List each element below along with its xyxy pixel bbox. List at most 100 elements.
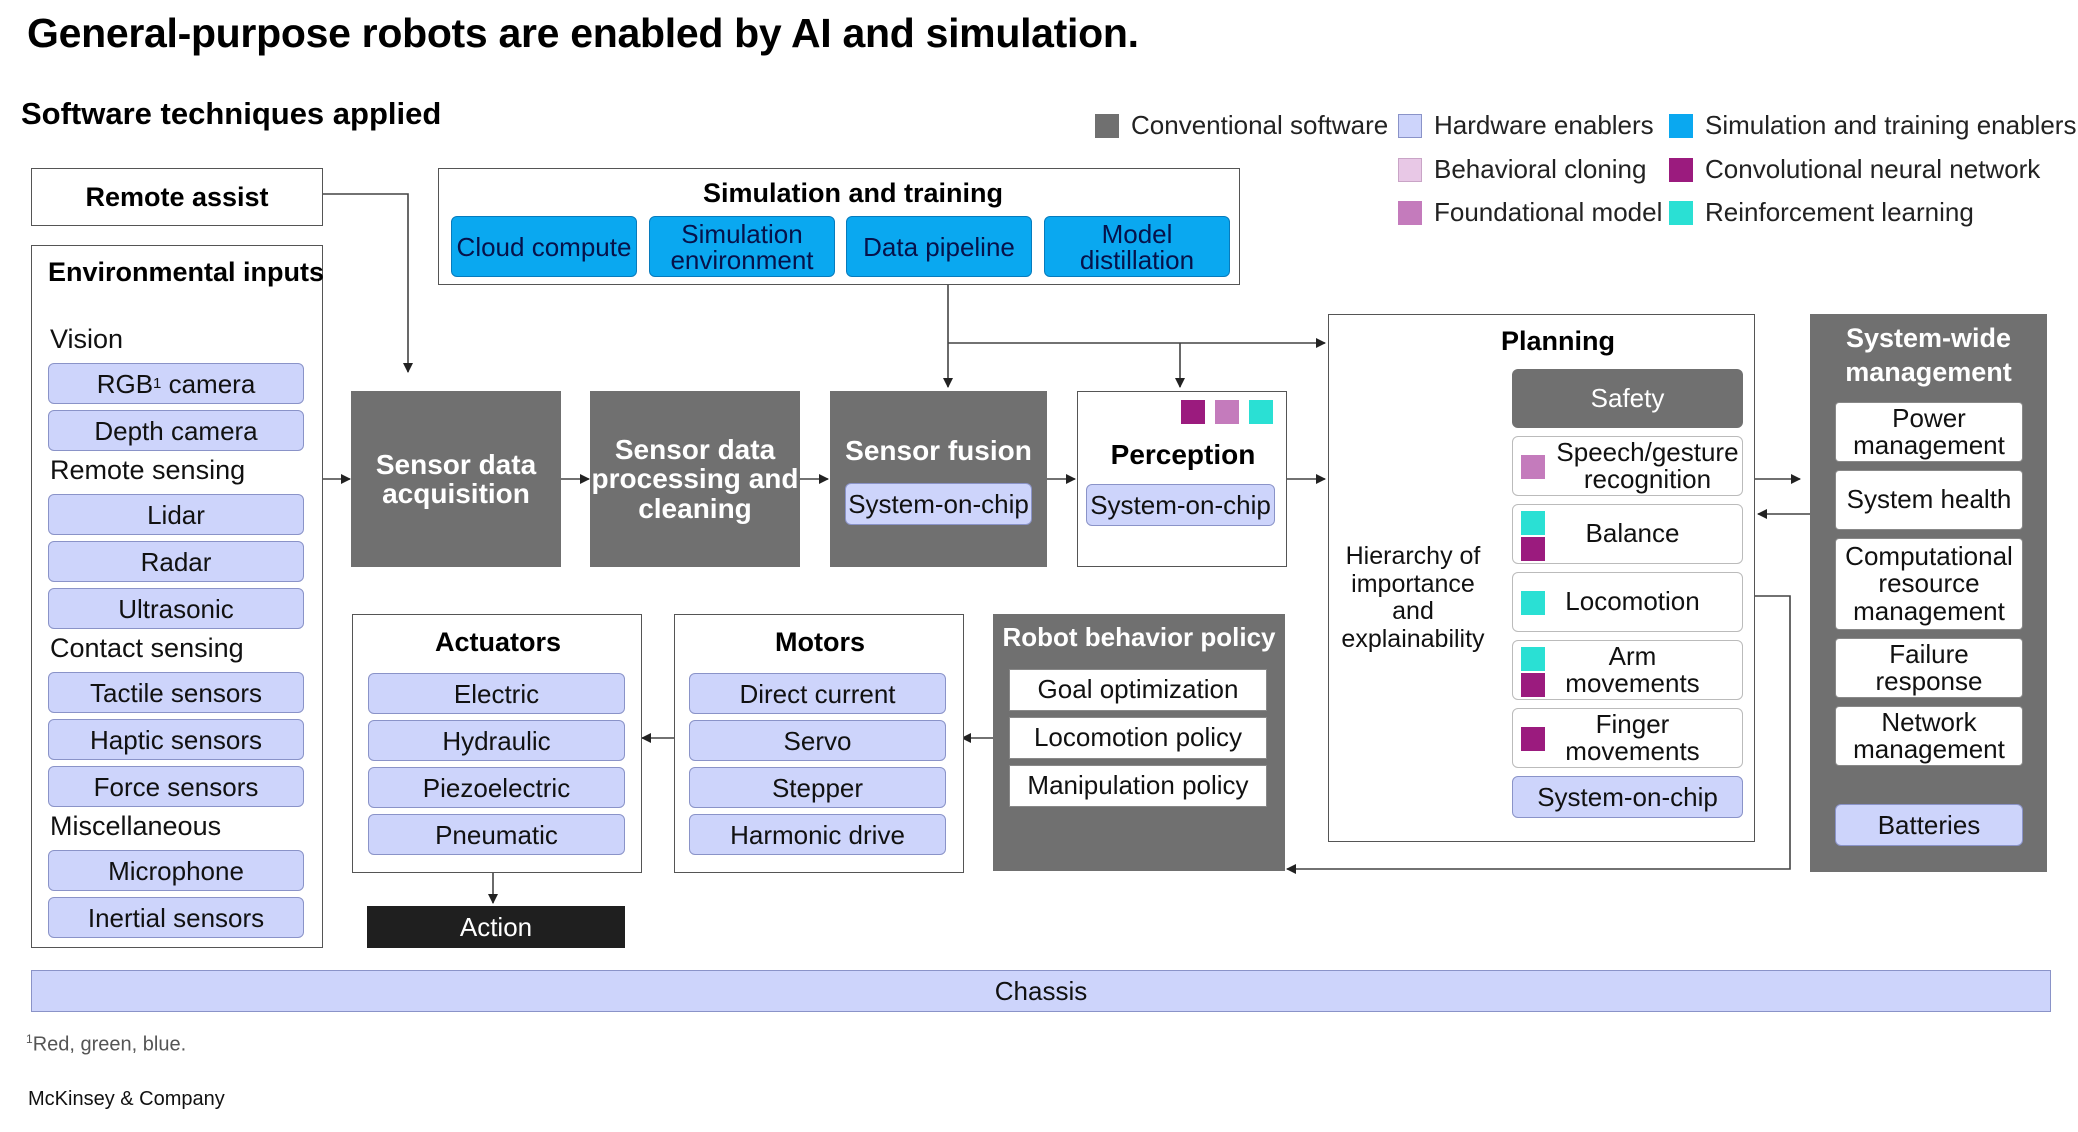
safety-label: Safety: [1590, 383, 1665, 413]
sensor-data-processing-box: Sensor data processing and cleaning: [590, 391, 800, 567]
sys-item-health: System health: [1835, 470, 2023, 530]
actuator-item-label: Pneumatic: [435, 819, 558, 850]
sim-item-label: Data pipeline: [863, 231, 1015, 262]
motors-panel: Motors Direct current Servo Stepper Harm…: [674, 614, 964, 873]
sensor-data-acquisition-box: Sensor data acquisition: [351, 391, 561, 567]
rgb-superscript: 1: [153, 375, 162, 392]
sensor-item: Inertial sensors: [48, 897, 304, 938]
sys-item-label: Computational resource management: [1845, 541, 2013, 626]
planning-item-label: Balance: [1585, 518, 1680, 549]
motor-item: Servo: [689, 720, 946, 761]
legend-item-reinforcement: Reinforcement learning: [1669, 197, 1974, 228]
legend-swatch: [1669, 113, 1693, 138]
reinforcement-marker: [1521, 591, 1545, 615]
chip-label: System-on-chip: [1537, 782, 1718, 812]
perception-box: Perception System-on-chip: [1077, 391, 1287, 567]
sensor-item: Microphone: [48, 850, 304, 891]
motor-item: Direct current: [689, 673, 946, 714]
sensor-item-label: Force sensors: [93, 771, 259, 802]
robot-behavior-panel: Robot behavior policy Goal optimization …: [993, 614, 1285, 871]
chassis-label: Chassis: [994, 975, 1088, 1006]
sys-item-label: Power management: [1853, 402, 2005, 460]
legend-label: Convolutional neural network: [1705, 154, 2041, 184]
sensor-item-label: Ultrasonic: [118, 593, 234, 624]
legend-item-behavioral-cloning: Behavioral cloning: [1398, 154, 1646, 185]
batteries-label: Batteries: [1877, 810, 1981, 840]
policy-item-label: Goal optimization: [1037, 674, 1239, 705]
perception-chip: System-on-chip: [1086, 484, 1275, 526]
policy-item-label: Manipulation policy: [1027, 770, 1249, 801]
environmental-inputs-header: Environmental inputs: [48, 257, 325, 287]
actuator-item-label: Hydraulic: [442, 725, 551, 756]
actuator-item-label: Piezoelectric: [422, 772, 571, 803]
sys-item-failure: Failure response: [1835, 638, 2023, 698]
planning-chip: System-on-chip: [1512, 776, 1743, 818]
group-label-contact-sensing: Contact sensing: [50, 633, 244, 663]
legend-label: Foundational model: [1434, 197, 1663, 227]
sensor-item-label: Microphone: [108, 855, 244, 886]
foundational-marker: [1521, 455, 1545, 479]
chart-subtitle: Software techniques applied: [21, 96, 442, 131]
planning-item-speech: Speech/gesture recognition: [1512, 436, 1743, 496]
sensor-item-label: Haptic sensors: [90, 724, 262, 755]
legend-swatch: [1398, 157, 1422, 182]
sim-item-cloud-compute: Cloud compute: [451, 216, 637, 277]
motor-item: Harmonic drive: [689, 814, 946, 855]
sensor-item-label: Depth camera: [94, 415, 258, 446]
legend-swatch: [1095, 113, 1119, 138]
remote-assist-label: Remote assist: [85, 181, 269, 212]
legend-swatch: [1669, 157, 1693, 182]
chip-label: System-on-chip: [848, 489, 1029, 519]
footnote: 1Red, green, blue.: [26, 1032, 186, 1057]
cnn-marker: [1521, 727, 1545, 751]
action-label: Action: [459, 911, 533, 942]
perception-label: Perception: [1110, 439, 1256, 470]
system-wide-panel: System-wide management Power management …: [1810, 314, 2047, 872]
sensor-acq-label: Sensor data acquisition: [375, 448, 537, 509]
footnote-mark: 1: [26, 1032, 33, 1046]
sensor-fusion-box: Sensor fusion System-on-chip: [830, 391, 1047, 567]
sensor-item-label: Radar: [140, 546, 212, 577]
system-wide-header: System-wide management: [1845, 323, 2012, 387]
planning-item-arm: Arm movements: [1512, 640, 1743, 700]
actuator-item: Hydraulic: [368, 720, 625, 761]
planning-header: Planning: [1501, 326, 1615, 356]
legend-swatch: [1398, 113, 1422, 138]
legend-swatch: [1398, 200, 1422, 225]
safety-item: Safety: [1512, 369, 1743, 428]
sim-item-label: Cloud compute: [456, 231, 632, 262]
sensor-fusion-chip: System-on-chip: [845, 483, 1032, 525]
actuator-item: Piezoelectric: [368, 767, 625, 808]
rgb-suffix: camera: [161, 368, 256, 399]
planning-item-locomotion: Locomotion: [1512, 572, 1743, 632]
policy-item: Manipulation policy: [1009, 765, 1267, 807]
legend-item-foundational: Foundational model: [1398, 197, 1662, 228]
chassis-bar: Chassis: [31, 970, 2051, 1012]
action-box: Action: [367, 906, 625, 948]
legend-label: Conventional software: [1131, 110, 1389, 140]
reinforcement-marker: [1521, 511, 1545, 535]
sensor-item-label: Tactile sensors: [90, 677, 262, 708]
foundational-marker: [1215, 400, 1239, 424]
legend-label: Reinforcement learning: [1705, 197, 1974, 227]
legend-item-hardware: Hardware enablers: [1398, 110, 1654, 141]
legend-label: Behavioral cloning: [1434, 154, 1647, 184]
motor-item: Stepper: [689, 767, 946, 808]
planning-item-finger: Finger movements: [1512, 708, 1743, 768]
planning-item-label: Finger movements: [1565, 708, 1700, 766]
legend-label: Hardware enablers: [1434, 110, 1654, 140]
sim-item-data-pipeline: Data pipeline: [846, 216, 1032, 277]
footnote-text: Red, green, blue.: [32, 1033, 187, 1056]
motor-item-label: Servo: [783, 725, 852, 756]
sensor-item: Force sensors: [48, 766, 304, 807]
sys-item-network: Network management: [1835, 706, 2023, 766]
remote-assist-box: Remote assist: [31, 168, 323, 226]
page-title: General-purpose robots are enabled by AI…: [27, 10, 1139, 56]
actuator-item-label: Electric: [453, 678, 540, 709]
cnn-marker: [1521, 537, 1545, 561]
sim-item-label: Model distillation: [1079, 218, 1195, 275]
legend-item-simulation: Simulation and training enablers: [1669, 110, 2076, 141]
source-label: McKinsey & Company: [28, 1088, 225, 1110]
cnn-marker: [1521, 673, 1545, 697]
